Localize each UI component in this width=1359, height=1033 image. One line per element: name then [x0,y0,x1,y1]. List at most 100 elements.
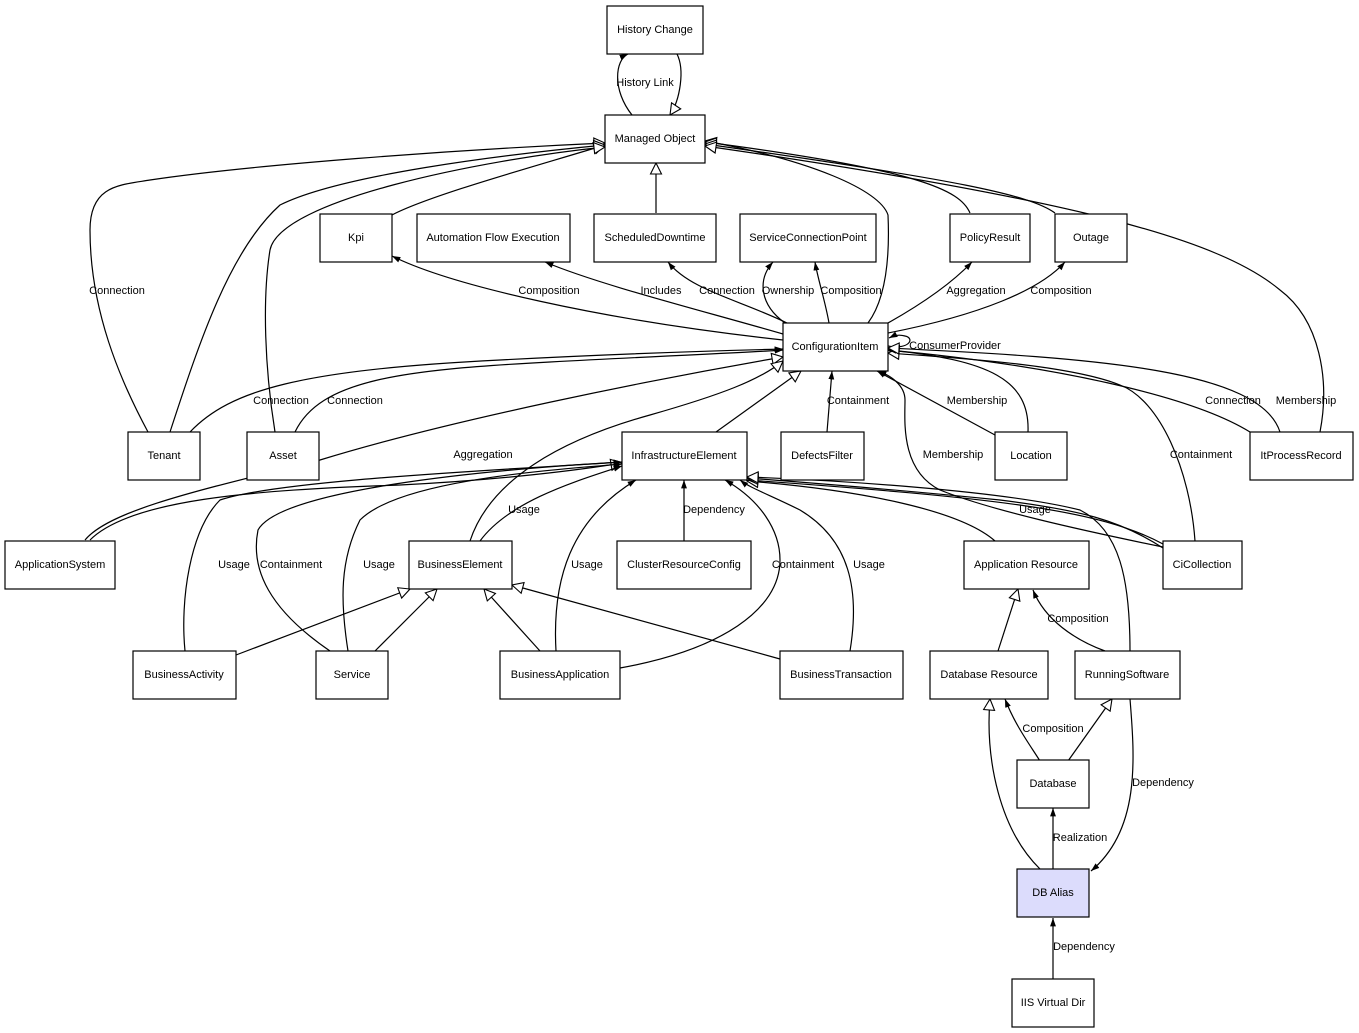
node-label: ConfigurationItem [792,341,879,353]
edge-label: Containment [827,395,889,407]
node-scheduled-downtime[interactable]: ScheduledDowntime [593,213,717,263]
node-managed-object[interactable]: Managed Object [604,114,706,164]
edge-location-ci-hollow [888,350,1029,433]
edge-label: ConsumerProvider [909,340,1001,352]
edge-ci-afe [544,261,784,335]
node-label: Outage [1073,232,1109,244]
node-tenant[interactable]: Tenant [127,431,201,481]
edge-ci-mo [705,141,889,324]
node-label: Database [1029,778,1076,790]
node-label: Automation Flow Execution [426,232,559,244]
edge-outage-mo [705,144,1056,214]
node-service-connection-point[interactable]: ServiceConnectionPoint [739,213,877,263]
node-database-resource[interactable]: Database Resource [929,650,1049,700]
edge-bapp-be [484,589,541,652]
edge-label: Usage [363,559,395,571]
edge-label: Usage [853,559,885,571]
edge-ci-kpi [391,255,784,341]
edge-asset-mo [264,147,605,433]
node-label: Managed Object [615,133,696,145]
edge-label: Realization [1053,832,1107,844]
node-label: DefectsFilter [791,450,853,462]
edge-rs-dba [1090,698,1134,872]
edge-kpi-mo [391,145,605,216]
edge-dbr-ar [997,589,1018,652]
edge-label: Includes [641,285,682,297]
edge-label: Usage [508,504,540,516]
node-service[interactable]: Service [315,650,389,700]
node-label: CiCollection [1173,559,1232,571]
edge-label: Usage [218,559,250,571]
node-business-application[interactable]: BusinessApplication [499,650,621,700]
node-database[interactable]: Database [1016,759,1090,809]
node-history-change[interactable]: History Change [606,5,704,55]
node-label: PolicyResult [960,232,1021,244]
edge-bt-ie [739,479,855,652]
node-label: RunningSoftware [1085,669,1169,681]
node-kpi[interactable]: Kpi [319,213,393,263]
node-automation-flow-execution[interactable]: Automation Flow Execution [416,213,571,263]
edge-ci-pr [887,261,973,324]
node-label: Database Resource [940,669,1037,681]
node-db-alias[interactable]: DB Alias [1016,868,1090,918]
edge-history-link-down [670,53,681,115]
edge-appsys-ie [89,463,622,541]
node-label: Application Resource [974,559,1078,571]
edge-label: Containment [772,559,834,571]
node-defects-filter[interactable]: DefectsFilter [780,431,865,481]
edge-svc-ie-containment [255,459,623,652]
edge-itpr-mo [705,146,1325,433]
edge-label: Composition [1047,613,1108,625]
node-label: BusinessActivity [144,669,224,681]
edge-label: Composition [1022,723,1083,735]
edge-asset-ci [294,347,784,433]
node-label: BusinessApplication [511,669,609,681]
node-application-resource[interactable]: Application Resource [963,540,1090,590]
edge-svc-ie-usage [342,461,623,652]
edge-rs-ie [747,477,1131,652]
edge-label: Connection [253,395,309,407]
edge-cicoll-ci-membership [877,370,1164,548]
node-outage[interactable]: Outage [1054,213,1128,263]
node-location[interactable]: Location [994,431,1068,481]
edge-label: History Link [616,77,674,89]
node-business-activity[interactable]: BusinessActivity [132,650,237,700]
edge-ci-outage [887,261,1066,334]
node-business-element[interactable]: BusinessElement [408,540,513,590]
node-label: Asset [269,450,297,462]
edge-label: Dependency [683,504,745,516]
edge-ci-scp-ownership [762,261,786,324]
node-it-process-record[interactable]: ItProcessRecord [1249,431,1354,481]
edge-label: Ownership [762,285,815,297]
edge-itpr-ci-connection [887,347,1251,433]
node-configuration-item[interactable]: ConfigurationItem [782,322,889,372]
node-iis-virtual-dir[interactable]: IIS Virtual Dir [1011,978,1095,1028]
edge-label: Membership [947,395,1008,407]
edge-label: Connection [1205,395,1261,407]
edge-defects-ci [826,370,835,433]
node-infrastructure-element[interactable]: InfrastructureElement [621,431,748,481]
edge-bapp-ie-containment [619,479,781,669]
edge-label: Membership [1276,395,1337,407]
node-business-transaction[interactable]: BusinessTransaction [779,650,904,700]
node-label: ServiceConnectionPoint [749,232,866,244]
node-label: History Change [617,24,693,36]
edge-svc-be [374,589,437,652]
edge-label: Containment [1170,449,1232,461]
node-running-software[interactable]: RunningSoftware [1074,650,1181,700]
node-asset[interactable]: Asset [246,431,320,481]
edge-ci-sd [667,261,788,324]
node-policy-result[interactable]: PolicyResult [949,213,1031,263]
node-ci-collection[interactable]: CiCollection [1162,540,1243,590]
node-label: Tenant [147,450,180,462]
node-label: Kpi [348,232,364,244]
node-label: ScheduledDowntime [605,232,706,244]
edge-ba-be [235,589,410,656]
node-application-system[interactable]: ApplicationSystem [4,540,116,590]
edge-label: Composition [518,285,579,297]
node-cluster-resource-config[interactable]: ClusterResourceConfig [616,540,752,590]
node-label: ItProcessRecord [1260,450,1341,462]
node-label: BusinessTransaction [790,669,892,681]
node-label: ApplicationSystem [15,559,106,571]
